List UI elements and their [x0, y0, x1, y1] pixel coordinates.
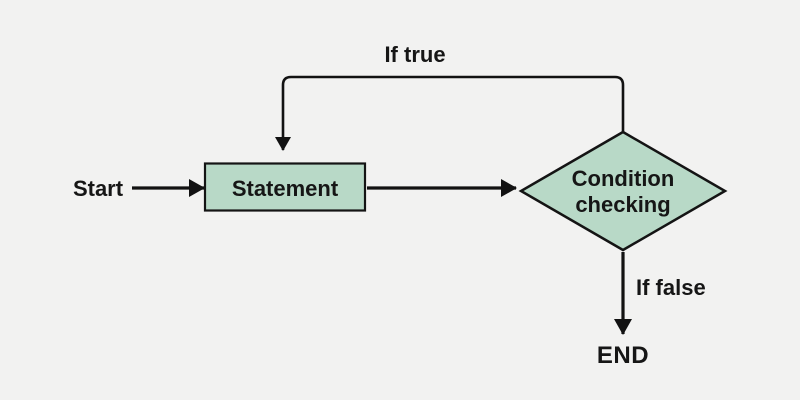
edge-label-if-true: If true	[384, 42, 445, 67]
edge-condition-to-statement	[275, 75, 625, 151]
statement-node	[203, 162, 367, 212]
statement-node-label: Statement	[232, 176, 339, 201]
condition-node-label-line1: Condition	[572, 166, 675, 191]
condition-node-label-line2: checking	[575, 192, 670, 217]
edge-label-if-false: If false	[636, 275, 706, 300]
start-label: Start	[73, 176, 124, 201]
end-label: END	[597, 342, 649, 369]
condition-node	[518, 130, 728, 252]
